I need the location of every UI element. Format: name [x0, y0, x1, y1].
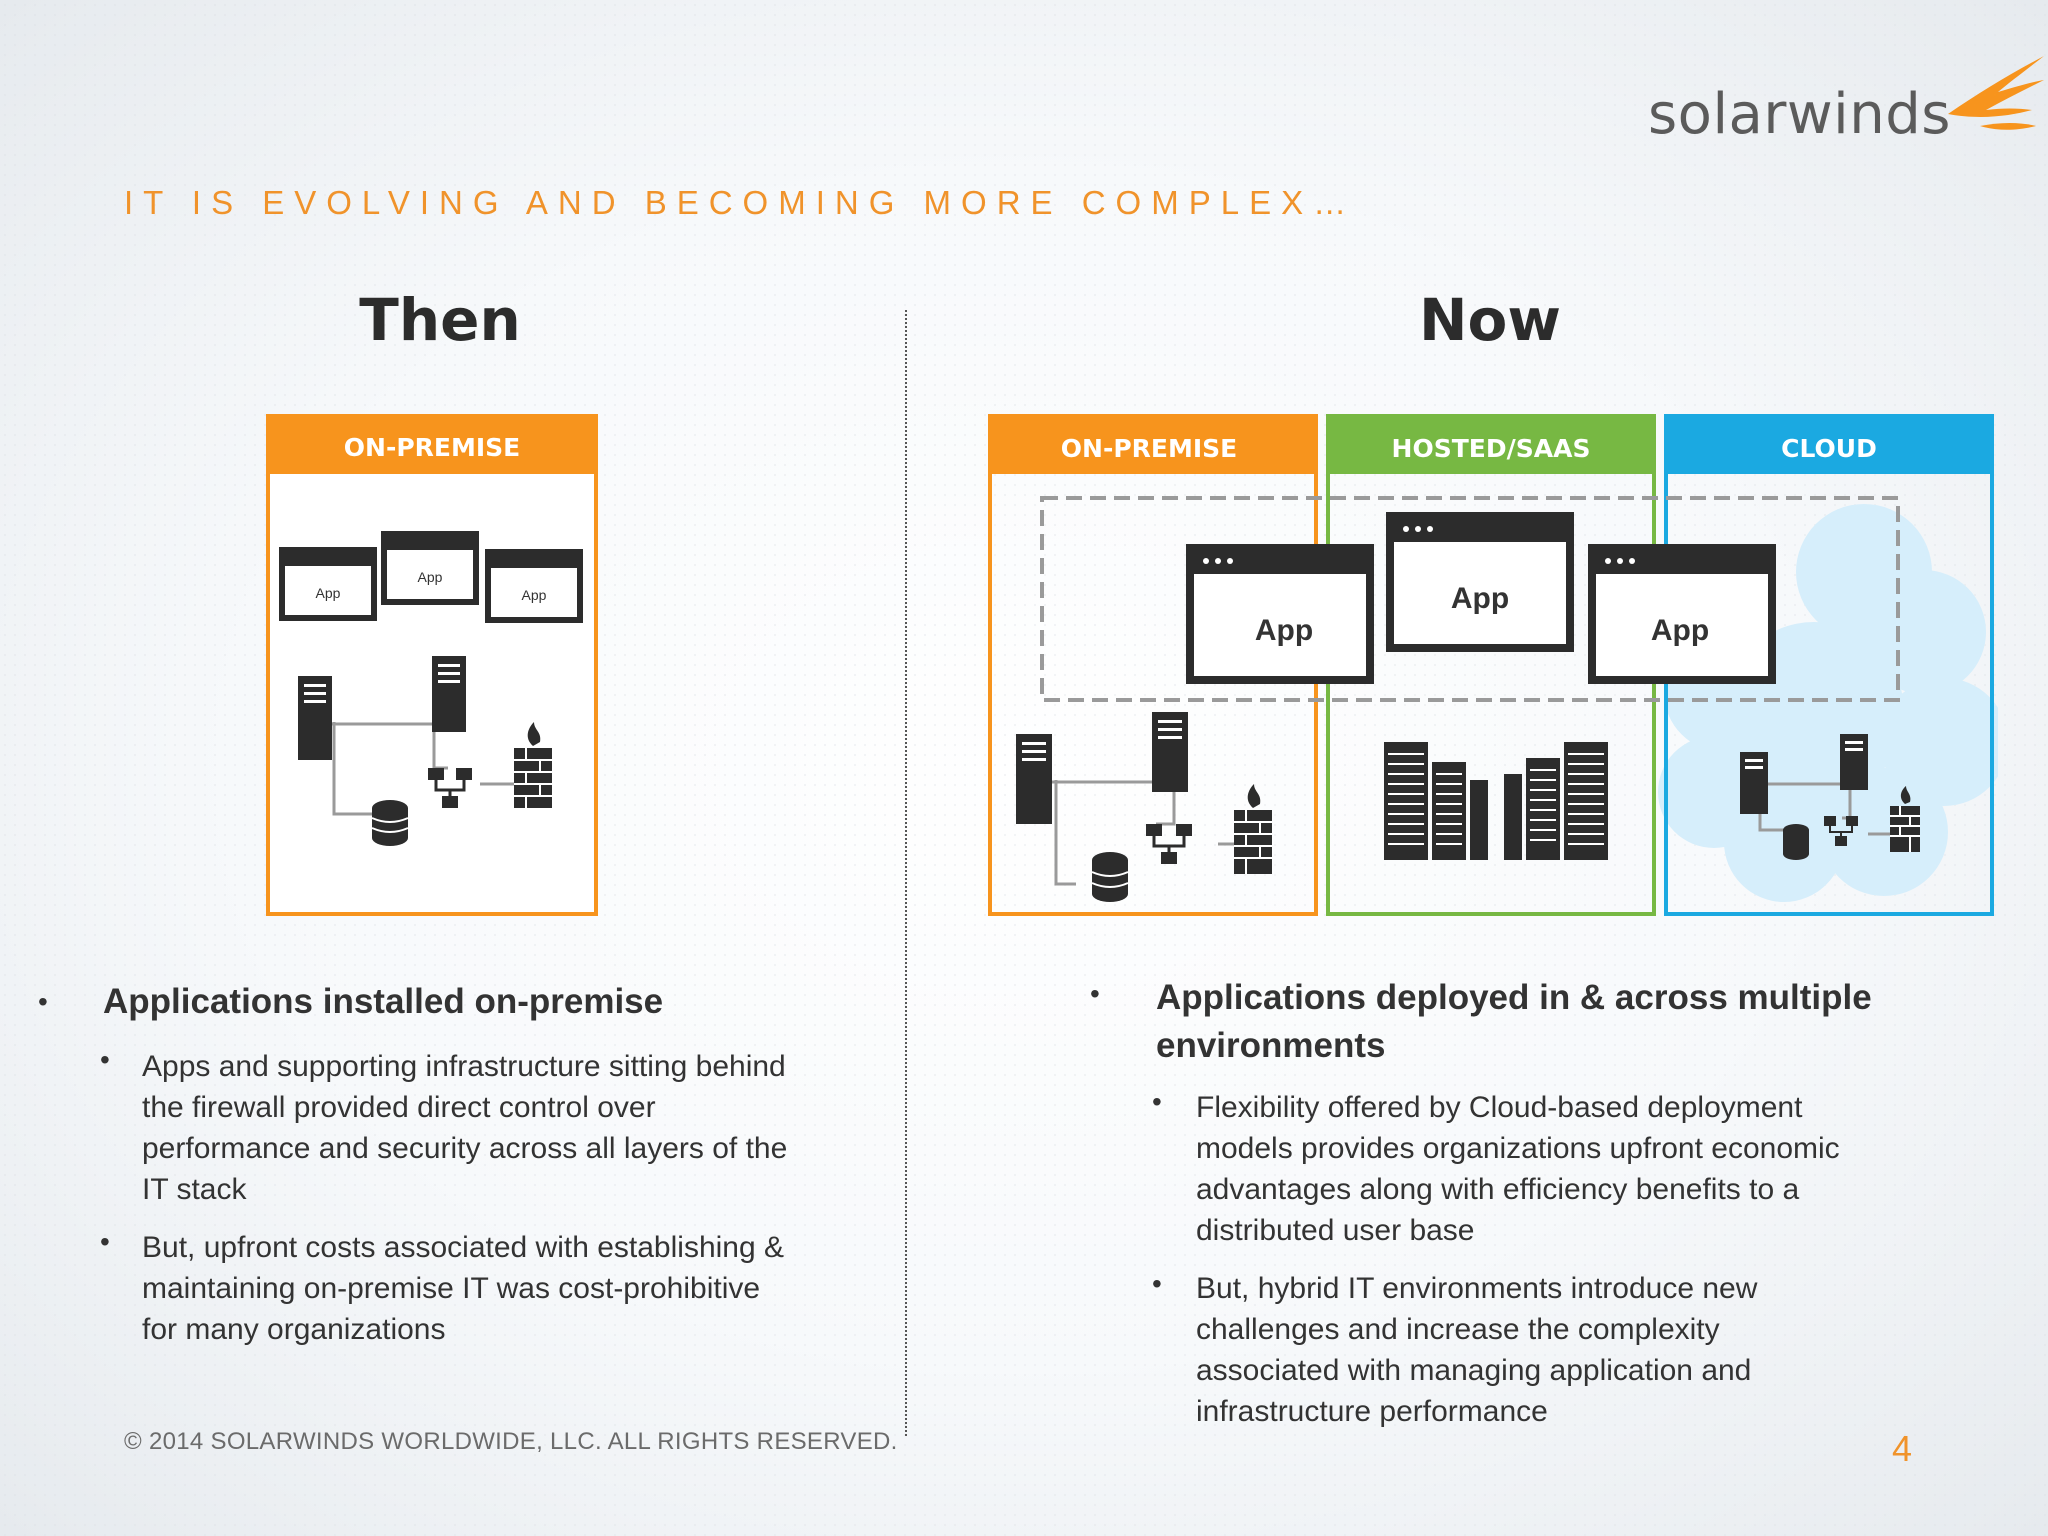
page-number: 4	[1892, 1428, 1913, 1469]
now-main-bullet: Applications deployed in & across multip…	[1156, 978, 1872, 1065]
server-icon	[1840, 734, 1868, 790]
svg-text:App: App	[1651, 614, 1709, 647]
slide-title: IT IS EVOLVING AND BECOMING MORE COMPLEX…	[124, 184, 1357, 221]
svg-text:App: App	[1255, 614, 1313, 647]
hosted-saas-label: HOSTED/SAAS	[1392, 434, 1591, 463]
server-icon	[1016, 734, 1052, 824]
solarwinds-flame-logo-icon	[1948, 56, 2044, 130]
on-premise-frame	[266, 414, 598, 916]
then-sub-bullet-2: But, upfront costs associated with estab…	[142, 1231, 785, 1346]
datacenter-racks-icon	[1384, 742, 1608, 860]
copyright-footer: © 2014 SOLARWINDS WORLDWIDE, LLC. ALL RI…	[124, 1428, 898, 1455]
app-window-icon: App	[381, 531, 479, 605]
on-premise-header	[266, 414, 598, 474]
bullet-dot: •	[100, 1226, 110, 1257]
firewall-icon	[1234, 784, 1272, 874]
bullet-dot: •	[1090, 978, 1100, 1009]
app-window-icon: App	[279, 547, 377, 621]
svg-text:App: App	[522, 587, 547, 603]
hosted-saas-header	[1326, 414, 1656, 474]
network-connectors	[1034, 772, 1240, 886]
on-premise-header	[988, 414, 1318, 474]
app-window-icon: App	[485, 549, 583, 623]
then-sub-bullet-1: Apps and supporting infrastructure sitti…	[142, 1050, 788, 1206]
network-switch-icon	[1146, 824, 1192, 864]
network-switch-icon	[428, 768, 472, 808]
solarwinds-logo-text: solarwinds	[1648, 82, 1951, 147]
now-heading: Now	[1419, 286, 1561, 354]
bullet-dot: •	[38, 986, 48, 1017]
svg-text:App: App	[1451, 582, 1509, 615]
svg-text:App: App	[418, 569, 443, 585]
database-icon	[1091, 852, 1129, 902]
network-switch-icon	[1824, 816, 1858, 846]
app-window-icon: App	[1588, 544, 1776, 684]
database-icon	[1783, 824, 1809, 860]
firewall-icon	[1890, 786, 1920, 852]
server-icon	[1152, 712, 1188, 792]
server-icon	[298, 676, 332, 760]
bullet-dot: •	[1152, 1268, 1162, 1299]
now-sub-bullet-2: But, hybrid IT environments introduce ne…	[1196, 1272, 1758, 1428]
server-icon	[432, 656, 466, 732]
now-sub-bullet-1: Flexibility offered by Cloud-based deplo…	[1196, 1091, 1840, 1247]
firewall-icon	[514, 722, 552, 808]
server-icon	[1740, 752, 1768, 814]
then-heading: Then	[359, 286, 521, 354]
bullet-dot: •	[100, 1044, 110, 1075]
now-hybrid-diagram: ON-PREMISE HOSTED/SAAS CLOUD App App App	[988, 414, 1998, 916]
column-divider	[905, 310, 907, 1436]
on-premise-label: ON-PREMISE	[1061, 434, 1237, 463]
then-on-premise-diagram: ON-PREMISE App App App	[266, 414, 598, 916]
database-icon	[371, 800, 409, 846]
app-window-icon: App	[1386, 512, 1574, 652]
cloud-label: CLOUD	[1781, 434, 1877, 463]
svg-text:App: App	[316, 585, 341, 601]
bullet-dot: •	[1152, 1086, 1162, 1117]
on-premise-label: ON-PREMISE	[344, 433, 520, 462]
cloud-header	[1664, 414, 1994, 474]
app-window-icon: App	[1186, 544, 1374, 684]
then-main-bullet: Applications installed on-premise	[103, 982, 664, 1021]
